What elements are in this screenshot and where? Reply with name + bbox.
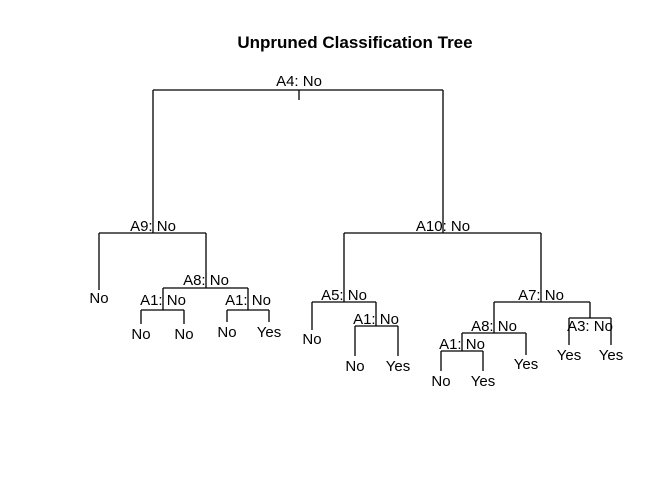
branch-a3 [568, 317, 612, 345]
leaf-label: Yes [471, 373, 495, 390]
leaf-label: No [302, 331, 321, 348]
split-label-a1-a8: A1: No [439, 336, 485, 353]
leaf-label: No [431, 373, 450, 390]
tree-branches [98, 89, 612, 371]
leaf-label: No [345, 358, 364, 375]
diagram-title: Unpruned Classification Tree [237, 33, 472, 52]
branch-a8-right [461, 332, 527, 355]
branch-a5 [311, 301, 377, 330]
leaf-label: Yes [599, 347, 623, 364]
split-label-a8-right: A8: No [471, 318, 517, 335]
split-label-a3: A3: No [567, 318, 613, 335]
branch-a1-ll [140, 309, 185, 324]
split-label-a7: A7: No [518, 287, 564, 304]
split-label-a5: A5: No [321, 287, 367, 304]
leaf-label: No [174, 326, 193, 343]
split-label-a1-lr: A1: No [225, 292, 271, 309]
branch-a7 [493, 301, 591, 333]
split-label-a4: A4: No [276, 73, 322, 90]
split-labels: A4: No A9: No A8: No A1: No A1: No A10: … [130, 73, 613, 353]
leaf-label: No [131, 326, 150, 343]
branch-root [152, 89, 444, 233]
branch-a8-left [162, 287, 249, 310]
branch-a10 [343, 232, 542, 302]
split-label-a10: A10: No [416, 218, 470, 235]
leaf-label: Yes [386, 358, 410, 375]
leaf-label: No [89, 290, 108, 307]
leaf-labels: No No No No Yes No No Yes No Yes Yes Yes… [89, 290, 623, 390]
branch-a1-a8 [440, 350, 484, 371]
split-label-a8-left: A8: No [183, 272, 229, 289]
branch-a1-a5 [354, 325, 399, 356]
split-label-a9: A9: No [130, 218, 176, 235]
leaf-label: Yes [514, 356, 538, 373]
split-label-a1-a5: A1: No [353, 311, 399, 328]
split-label-a1-ll: A1: No [140, 292, 186, 309]
leaf-label: Yes [557, 347, 581, 364]
leaf-label: Yes [257, 324, 281, 341]
branch-a1-lr [226, 309, 270, 322]
leaf-label: No [217, 324, 236, 341]
branch-a9 [98, 232, 207, 290]
